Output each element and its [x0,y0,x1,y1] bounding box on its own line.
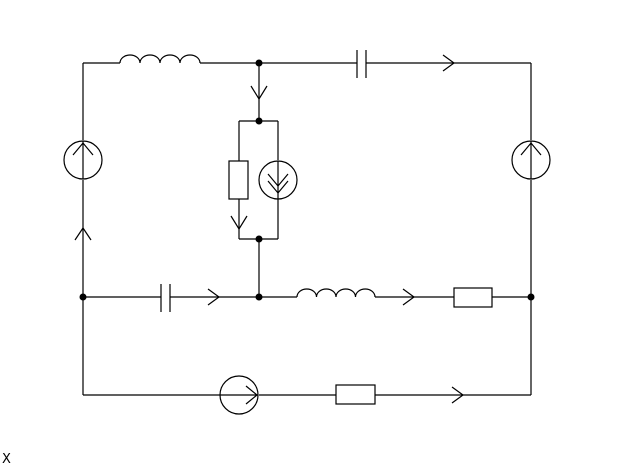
capacitor-top [356,50,367,78]
junction-top [255,59,263,67]
resistor-bottom [335,384,376,405]
current-source-bottom [219,375,259,415]
arrow-right-bottom [451,386,465,404]
resistor-vertical [228,160,249,200]
current-source-left [63,140,103,180]
capacitor-middle [160,284,171,312]
resistor-middle-right [453,287,493,308]
arrow-down-resistor [230,215,248,231]
corner-label: X [2,452,11,465]
inductor-middle [296,288,376,298]
arrow-top-right [442,54,456,72]
arrow-up-left [74,226,92,241]
current-source-right [511,140,551,180]
arrow-down-middle [250,85,268,101]
wires [82,62,532,396]
arrow-right-capacitor [207,288,221,306]
inductor-top [119,54,201,64]
arrow-right-inductor [402,288,416,306]
junction-block-bottom [255,235,263,243]
junction-right [527,293,535,301]
junction-dots [79,59,535,301]
junction-center [255,293,263,301]
junction-left [79,293,87,301]
junction-block-top [255,117,263,125]
current-source-middle [258,160,298,200]
